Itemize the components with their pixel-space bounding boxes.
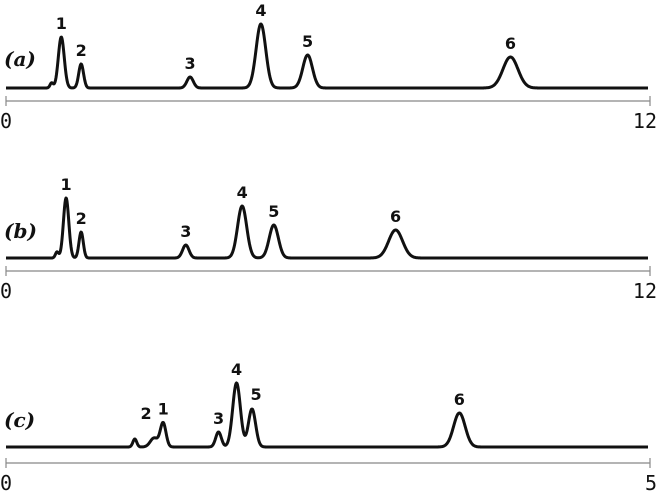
axis-tick-label: 0 xyxy=(0,471,12,492)
axis-tick-label: 12 xyxy=(633,279,657,303)
peak-label: 5 xyxy=(302,32,313,51)
peak-label: 6 xyxy=(505,34,516,53)
peak-label: 5 xyxy=(250,385,261,404)
peak-label: 1 xyxy=(56,14,67,33)
chromatogram-trace xyxy=(5,381,649,449)
peak-label: 3 xyxy=(185,54,196,73)
peak-label: 4 xyxy=(237,183,248,202)
peak-label: 2 xyxy=(76,209,87,228)
peak-label: 2 xyxy=(76,41,87,60)
peak-label: 5 xyxy=(268,202,279,221)
panel-label: (c) xyxy=(4,408,35,432)
panel-label: (b) xyxy=(4,219,37,243)
axis-tick-label: 5 xyxy=(645,471,657,492)
peak-label: 1 xyxy=(158,399,169,418)
axis-tick-label: 0 xyxy=(0,109,12,133)
peak-label: 3 xyxy=(180,222,191,241)
chromatogram-trace xyxy=(5,196,649,260)
peak-label: 1 xyxy=(61,175,72,194)
peak-label: 6 xyxy=(454,390,465,409)
axis-tick-label: 12 xyxy=(633,109,657,133)
chromatogram-trace xyxy=(5,22,649,90)
panel-label: (a) xyxy=(4,47,36,71)
peak-label: 4 xyxy=(231,360,242,379)
peak-label: 2 xyxy=(141,404,152,423)
axis-tick-label: 0 xyxy=(0,279,12,303)
peak-label: 6 xyxy=(390,207,401,226)
peak-label: 3 xyxy=(213,409,224,428)
peak-label: 4 xyxy=(255,1,266,20)
